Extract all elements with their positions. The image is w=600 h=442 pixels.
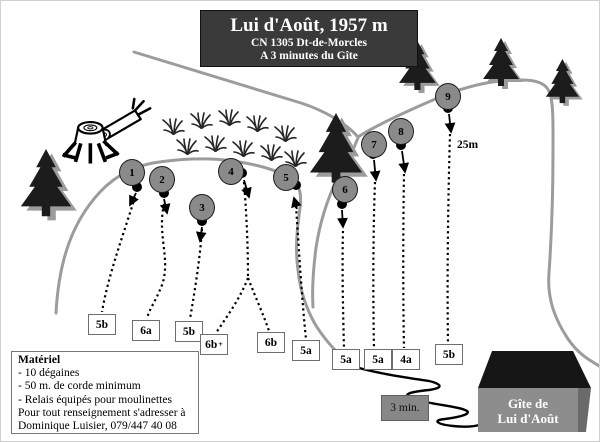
grade-label-5b: 5b [435, 344, 463, 365]
rope-length-label: 25m [457, 139, 479, 151]
route-marker-1: 1 [119, 159, 145, 186]
materiel-info-box: Matériel - 10 dégaines - 50 m. de corde … [11, 351, 199, 434]
map-reference: CN 1305 Dt-de-Morcles [250, 36, 368, 49]
grade-label-6b: 6b [257, 332, 285, 353]
route-marker-5: 5 [273, 164, 299, 191]
approach-zigzag-path [347, 363, 481, 428]
arrow-icon [129, 192, 139, 207]
route-line-9 [446, 133, 452, 344]
arrow-icon [195, 226, 207, 243]
grade-label-6b+: 6b+ [200, 334, 228, 355]
route-line-2 [145, 203, 167, 320]
route-marker-2: 2 [149, 166, 175, 193]
grass-icon [176, 138, 199, 155]
grass-icon [232, 140, 255, 157]
fir-tree-icon [545, 59, 583, 106]
arrow-icon [369, 159, 381, 182]
route-marker-4: 4 [218, 158, 244, 185]
route-line-1 [100, 196, 137, 313]
grade-label-5b: 5b [175, 321, 203, 342]
grade-label-5a: 5a [364, 349, 392, 370]
arrow-icon [444, 113, 456, 134]
route-dotted-lines [100, 133, 452, 349]
grade-label-5b: 5b [88, 314, 116, 335]
grade-label-6a: 6a [132, 320, 160, 341]
gite-name-line1: Gîte de [507, 396, 549, 411]
fir-tree-icon [20, 149, 77, 221]
route-line-7 [372, 181, 377, 349]
gite-name-label: Gîte de Lui d'Août [478, 396, 578, 426]
route-line-3 [188, 228, 204, 320]
fir-tree-icon [483, 38, 523, 89]
trail-descent [311, 177, 339, 309]
arrow-icon [241, 179, 252, 199]
arrow-icon [398, 150, 410, 174]
route-line-8 [402, 173, 406, 349]
gite-building [478, 351, 591, 432]
gite-name-line2: Lui d'Août [497, 411, 559, 426]
approach-time-badge: 3 min. [381, 395, 429, 421]
materiel-contact: Pour tout renseignement s'adresser à [18, 406, 186, 419]
materiel-title: Matériel [18, 354, 61, 366]
materiel-item: - 10 dégaines [18, 367, 80, 380]
trail-from-northwest [132, 50, 360, 139]
direction-arrows [129, 113, 456, 243]
grass-icon [246, 115, 269, 132]
grade-label-4a: 4a [392, 349, 420, 370]
arrow-icon [159, 198, 171, 215]
arrow-icon [291, 196, 302, 210]
fir-tree-icon [309, 113, 368, 187]
gite-side-wall [578, 388, 591, 432]
title-box: Lui d'Août, 1957 m CN 1305 Dt-de-Morcles… [200, 10, 418, 67]
route-marker-7: 7 [361, 131, 387, 158]
gite-roof [478, 351, 591, 388]
grass-icon [204, 135, 227, 152]
materiel-item: - 50 m. de corde minimum [18, 380, 141, 393]
arrow-icon [337, 209, 348, 229]
route-marker-6: 6 [332, 176, 358, 203]
materiel-item: - Relais équipés pour moulinettes [18, 393, 172, 406]
grade-label-5a: 5a [332, 349, 360, 370]
route-marker-3: 3 [189, 194, 215, 221]
grass-icon [162, 118, 185, 135]
grade-label-5a: 5a [292, 340, 320, 361]
route-line-4-right-fork [246, 277, 271, 332]
crag-title: Lui d'Août, 1957 m [230, 14, 388, 36]
route-line-4 [242, 181, 250, 279]
materiel-contact: Dominique Luisier, 079/447 40 08 [18, 420, 177, 433]
route-marker-8: 8 [388, 118, 414, 145]
grass-icon [190, 112, 213, 129]
gite-front-wall [478, 388, 578, 432]
grass-icon [274, 125, 297, 142]
access-note: A 3 minutes du Gîte [260, 49, 358, 62]
grass-icon [218, 109, 241, 126]
route-marker-9: 9 [435, 83, 461, 110]
fallen-tree-icon [61, 97, 152, 164]
route-line-6 [341, 230, 346, 349]
grass-icon [260, 144, 283, 161]
route-line-4-left-fork [215, 277, 250, 334]
trail-upper-loop [356, 78, 599, 368]
route-line-5 [294, 205, 308, 340]
